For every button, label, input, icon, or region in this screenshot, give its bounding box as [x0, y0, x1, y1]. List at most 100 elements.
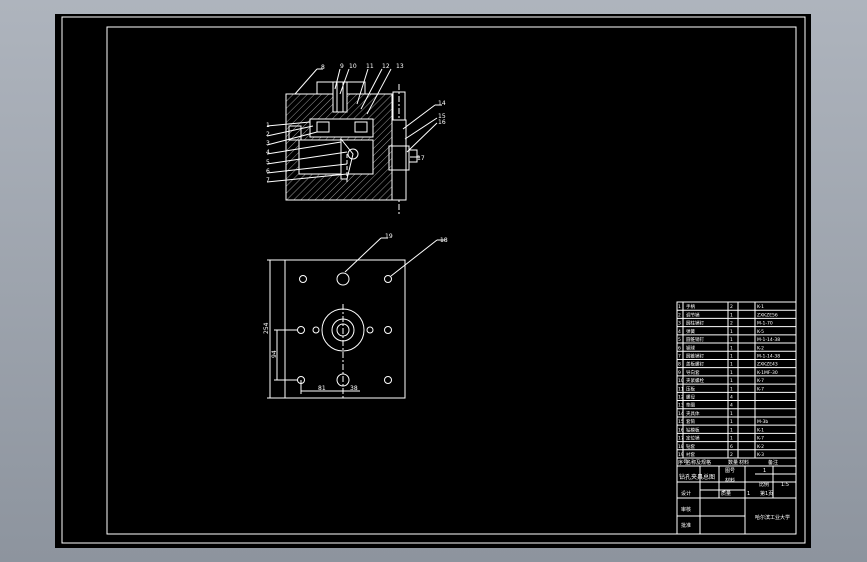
bom-cell-no: 10: [678, 378, 684, 384]
section-view: [285, 81, 418, 214]
bom-cell-spec: M-1-14-38: [757, 337, 780, 343]
bom-cell-qty: 1: [730, 427, 733, 433]
bom-cell-no: 11: [678, 386, 684, 392]
bom-cell-qty: 2: [730, 452, 733, 458]
bom-cell-name: 定位销: [686, 435, 700, 442]
bom-cell-name: 螺母: [686, 394, 695, 401]
callout-13: 13: [396, 63, 404, 70]
plan-callouts: 19 18: [344, 233, 448, 277]
drawing-title: 钻孔夹具总图: [679, 473, 715, 481]
callout-18: 18: [440, 237, 448, 244]
callout-15: 15: [438, 113, 446, 120]
bom-cell-spec: ZXKZE56: [757, 312, 778, 318]
section-callouts: 8 9 10 11 12 13 14 15 16 17 1 2 3 4 5 6 …: [266, 63, 446, 184]
bom-cell-qty: 1: [730, 337, 733, 343]
bom-cell-spec: M-3b: [757, 419, 768, 425]
bom-cell-qty: 1: [730, 386, 733, 392]
bom-header-remark: 备注: [768, 459, 778, 466]
bom-cell-spec: K-1MF-30: [757, 370, 778, 376]
callout-14: 14: [438, 100, 446, 107]
bom-cell-name: 夹紧螺栓: [686, 377, 704, 384]
bom-cell-name: 钻套: [686, 443, 695, 450]
page-label: 第1页: [760, 490, 773, 497]
bom-cell-no: 7: [678, 353, 681, 359]
bom-cell-qty: 1: [730, 411, 733, 417]
callout-2: 2: [266, 131, 270, 138]
bom-cell-qty: 4: [730, 403, 733, 409]
callout-1: 1: [266, 122, 270, 129]
bom-cell-spec: K-1: [757, 427, 764, 433]
bom-cell-name: 手柄: [686, 303, 695, 310]
bom-cell-no: 8: [678, 362, 681, 368]
callout-12: 12: [382, 63, 390, 70]
callout-17: 17: [417, 155, 425, 162]
bom-cell-spec: M-1-70: [757, 321, 773, 327]
bom-cell-spec: K-2: [757, 345, 764, 351]
bom-cell-spec: K-1: [757, 304, 764, 310]
sheet-label: 图号: [725, 468, 735, 474]
bom-cell-spec: K-2: [757, 444, 764, 450]
bom-cell-qty: 1: [730, 419, 733, 425]
bom-cell-name: 垫圈: [686, 402, 695, 409]
bom-header-no: 序号: [678, 459, 688, 466]
bom-cell-spec: K-3: [757, 452, 764, 458]
bom-cell-no: 17: [678, 436, 684, 442]
bom-cell-no: 12: [678, 395, 684, 401]
bom-cell-no: 14: [678, 411, 684, 417]
bom-cell-name: 圆锥销钉: [686, 336, 704, 343]
bom-cell-spec: M-1-14-38: [757, 353, 780, 359]
plan-view: [267, 259, 406, 399]
weight-value: 1: [747, 491, 750, 497]
bom-cell-spec: ZXKZE43: [757, 362, 778, 368]
bom-cell-qty: 1: [730, 353, 733, 359]
bom-cell-qty: 1: [730, 378, 733, 384]
outer-frame: [61, 16, 806, 544]
bom-cell-name: 钢球: [686, 344, 695, 351]
callout-6: 6: [266, 168, 270, 175]
callout-19: 19: [385, 233, 393, 240]
design-label: 设计: [681, 490, 691, 497]
bom-cell-no: 2: [678, 312, 681, 318]
scale-label: 比例: [759, 481, 769, 488]
bom-cell-qty: 2: [730, 321, 733, 327]
bom-header-material: 材料: [739, 459, 749, 466]
callout-16: 16: [438, 119, 446, 126]
bom-cell-spec: K-7: [757, 386, 764, 392]
bom-cell-qty: 1: [730, 436, 733, 442]
callout-5: 5: [266, 159, 270, 166]
bom-cell-no: 3: [678, 321, 681, 327]
bom-cell-no: 4: [678, 329, 681, 335]
callout-9: 9: [340, 63, 344, 70]
callout-11: 11: [366, 63, 374, 70]
bom-cell-name: 弹簧: [686, 328, 695, 335]
bom-cell-no: 1: [678, 304, 681, 310]
bom-cell-no: 19: [678, 452, 684, 458]
sheet-value: 1: [763, 468, 766, 474]
inner-frame: [106, 26, 797, 535]
bom-cell-spec: K-7: [757, 436, 764, 442]
drawing-canvas[interactable]: 8 9 10 11 12 13 14 15 16 17 1 2 3 4 5 6 …: [55, 14, 811, 548]
check-label: 审核: [681, 506, 691, 513]
bom-cell-no: 6: [678, 345, 681, 351]
callout-3: 3: [266, 140, 270, 147]
callout-4: 4: [266, 149, 270, 156]
bom-cell-name: 导向套: [686, 369, 700, 376]
bom-cell-qty: 1: [730, 370, 733, 376]
bom-cell-no: 16: [678, 427, 684, 433]
bom-cell-qty: 1: [730, 362, 733, 368]
bom-cell-no: 5: [678, 337, 681, 343]
dim-small: 38: [350, 385, 358, 392]
bom-cell-name: 盖板螺钉: [686, 361, 704, 368]
bom-cell-no: 18: [678, 444, 684, 450]
dim-vertical: 94: [271, 350, 278, 358]
material-label: 材料: [725, 477, 735, 484]
bom-cell-no: 15: [678, 419, 684, 425]
bom-cell-name: 夹具体: [686, 410, 700, 417]
title-block: 序号 名称及规格 数量 材料 备注 钻孔夹具总图 图号 1 材料 比例 1:5 …: [678, 459, 790, 529]
callout-10: 10: [349, 63, 357, 70]
bom-cell-qty: 1: [730, 329, 733, 335]
bom-cell-name: 衬套: [686, 451, 695, 458]
bom-cell-name: 钻模板: [686, 426, 700, 433]
